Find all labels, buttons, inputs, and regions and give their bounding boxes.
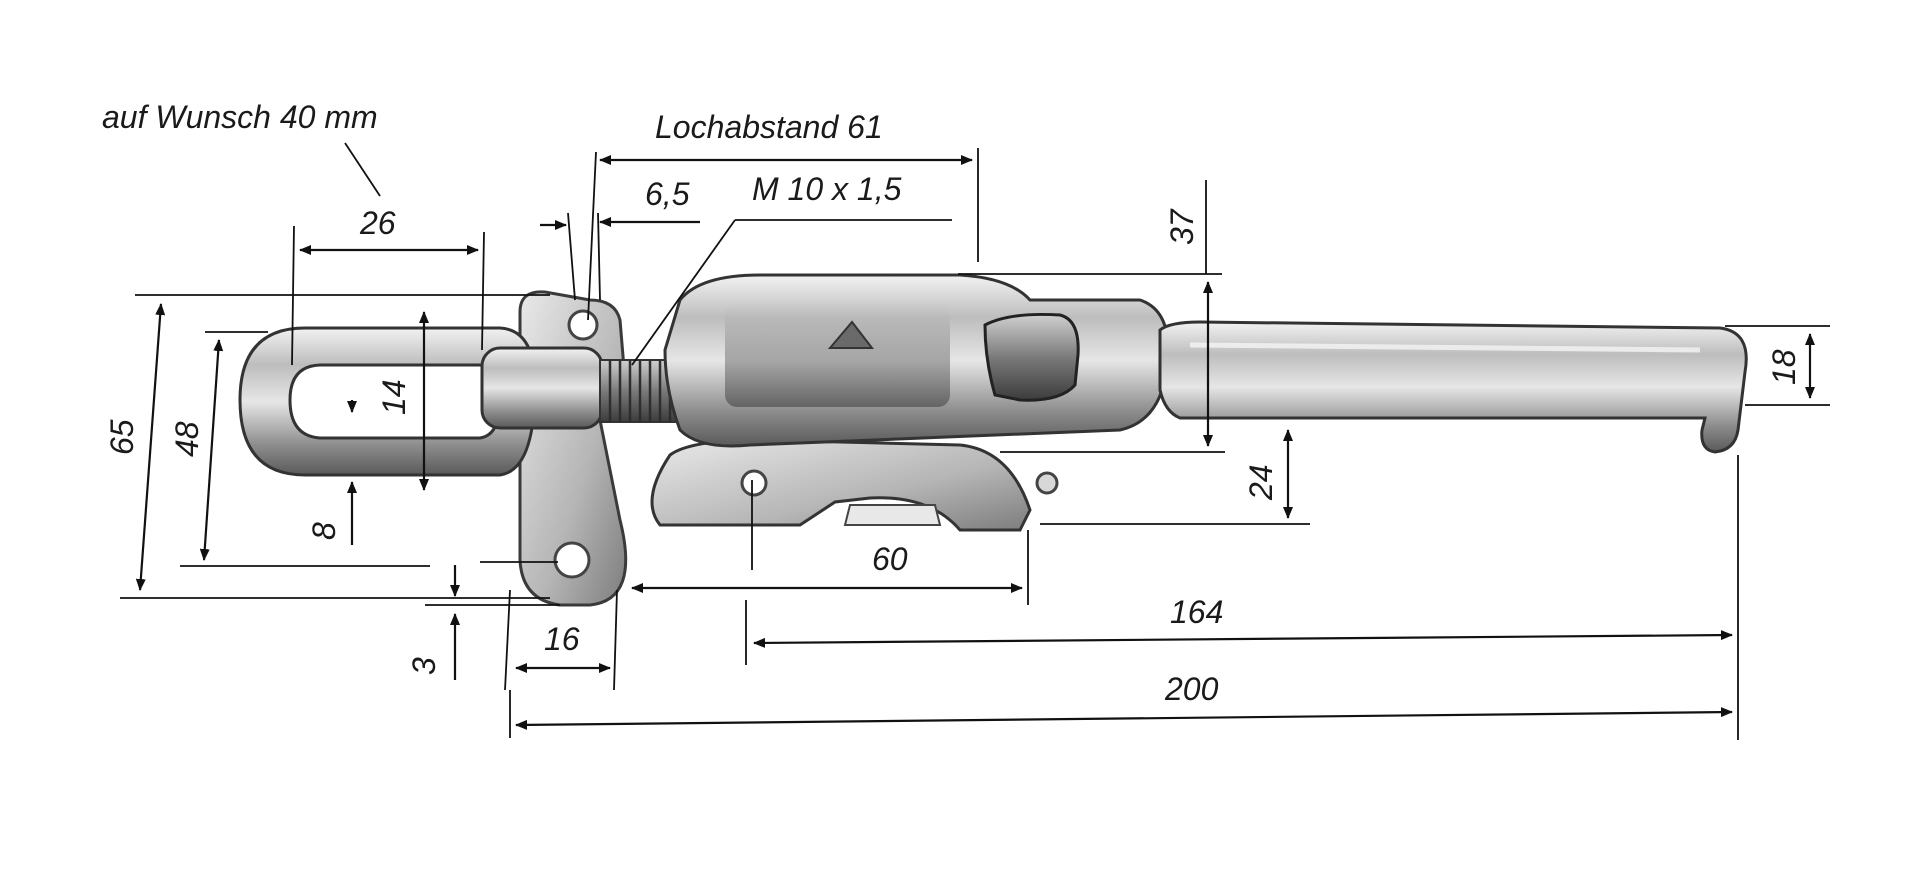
dim-line-200 — [515, 707, 1733, 730]
dim-label-18: 18 — [1766, 349, 1802, 385]
dim-label-65: 65 — [104, 419, 140, 455]
dim-label-24: 24 — [1243, 464, 1279, 501]
hook-rivet — [740, 469, 768, 497]
lower-mounting-hole — [553, 541, 591, 579]
note-leader-line — [344, 142, 381, 197]
hook-plate — [650, 438, 1032, 532]
dim-label-200: 200 — [1164, 671, 1219, 707]
swivel-nut — [480, 346, 604, 430]
handle-lever — [1158, 320, 1748, 454]
dim-label-26: 26 — [359, 205, 396, 241]
dim-label-14: 14 — [376, 379, 412, 415]
dimension-lines — [120, 142, 1830, 740]
release-trigger — [983, 312, 1080, 402]
hook-small-rivet — [1035, 471, 1059, 495]
upper-mounting-hole — [567, 309, 599, 341]
dim-label-3: 3 — [406, 657, 442, 675]
latch-illustration — [238, 273, 1748, 607]
dim-line-48 — [199, 339, 224, 561]
dim-label-6-5: 6,5 — [645, 176, 690, 212]
dim-label-48: 48 — [169, 421, 205, 457]
dim-label-37: 37 — [1164, 208, 1200, 245]
dim-label-8: 8 — [306, 522, 342, 540]
dimension-labels: auf Wunsch 40 mm Lochabstand 61 M 10 x 1… — [102, 99, 1802, 707]
thread-spec-label: M 10 x 1,5 — [752, 171, 902, 207]
hole-spacing-label: Lochabstand 61 — [655, 109, 883, 145]
optional-note-label: auf Wunsch 40 mm — [102, 99, 378, 135]
hook-slot — [843, 504, 942, 526]
threaded-rod — [599, 359, 681, 423]
dim-label-164: 164 — [1170, 594, 1223, 630]
dim-label-16: 16 — [544, 621, 580, 657]
dim-line-164 — [753, 630, 1733, 648]
housing-channel — [725, 302, 950, 407]
brand-logo-icon — [827, 320, 875, 349]
dim-label-60: 60 — [872, 541, 908, 577]
dim-line-65 — [135, 303, 166, 591]
